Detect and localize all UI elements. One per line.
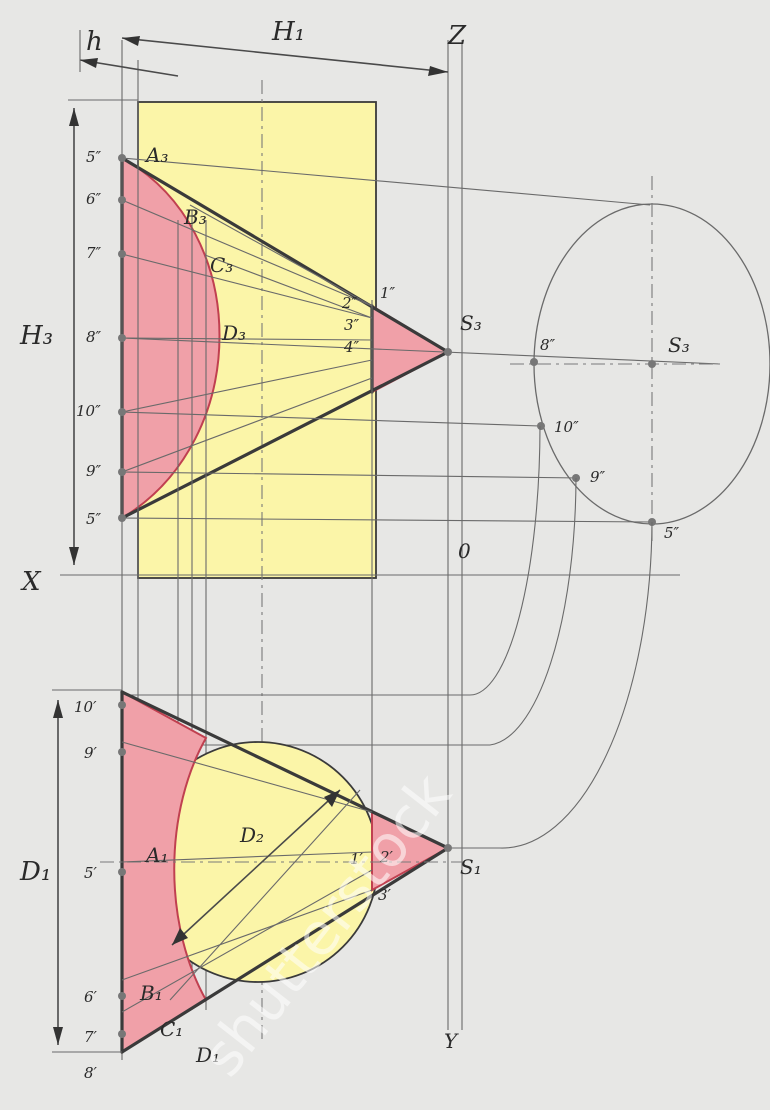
label-C3: C₃ xyxy=(210,253,233,277)
label-1-front: 1″ xyxy=(380,284,396,302)
label-r10: 10″ xyxy=(554,418,579,436)
label-Y: Y xyxy=(444,1029,459,1053)
transfer-arcs xyxy=(122,425,653,849)
label-4-front: 4″ xyxy=(343,338,360,356)
label-p5: 5′ xyxy=(84,864,98,882)
label-D1-point: D₁ xyxy=(195,1043,220,1067)
dimension-H1 xyxy=(121,36,449,76)
label-v5-top: 5″ xyxy=(86,148,102,166)
label-A3: A₃ xyxy=(144,143,168,167)
label-1-top: 1′ xyxy=(350,850,364,868)
label-B1: B₁ xyxy=(139,981,163,1005)
diameter-arrowhead-2 xyxy=(324,790,340,807)
label-3-front: 3″ xyxy=(344,316,360,334)
label-v6: 6″ xyxy=(86,190,102,208)
label-r5: 5″ xyxy=(664,524,680,542)
label-D2: D₂ xyxy=(239,823,264,847)
label-r8: 8″ xyxy=(540,336,556,354)
label-H1: H₁ xyxy=(271,17,305,47)
cone-generator-bottom-top xyxy=(120,846,450,1054)
label-O: 0 xyxy=(458,539,471,563)
cone-generator-top-front xyxy=(120,156,450,354)
cone-generator-top-top xyxy=(120,690,450,850)
label-S3: S₃ xyxy=(460,311,482,335)
label-B3: B₃ xyxy=(183,205,207,229)
label-S1: S₁ xyxy=(460,855,482,879)
point-markers-front xyxy=(118,154,452,1038)
diameter-arrow xyxy=(171,789,341,946)
label-p9: 9′ xyxy=(84,744,98,762)
label-h: h xyxy=(86,27,103,57)
label-r9: 9″ xyxy=(590,468,606,486)
cone-section-top xyxy=(121,690,208,1054)
label-v5-bot: 5″ xyxy=(86,510,102,528)
label-2-top: 2′ xyxy=(379,848,394,866)
diameter-arrowhead-1 xyxy=(172,928,188,945)
label-S3-right: S₃ xyxy=(668,333,690,357)
profile-points xyxy=(530,358,656,526)
label-3-top: 3′ xyxy=(378,886,392,904)
label-p7: 7′ xyxy=(84,1028,98,1046)
label-X: X xyxy=(20,567,42,597)
label-p10: 10′ xyxy=(74,698,97,716)
label-D3: D₃ xyxy=(221,321,246,345)
label-v8: 8″ xyxy=(86,328,102,346)
label-Z: Z xyxy=(447,21,467,51)
dimension-H3 xyxy=(68,99,138,565)
label-A1: A₁ xyxy=(144,843,168,867)
construction-lines-front xyxy=(121,199,373,473)
label-v9: 9″ xyxy=(86,462,102,480)
label-p6: 6′ xyxy=(84,988,98,1006)
label-v7: 7″ xyxy=(86,244,102,262)
dimension-D1 xyxy=(52,689,122,1053)
label-H3: H₃ xyxy=(19,321,53,351)
label-p8: 8′ xyxy=(84,1064,98,1082)
cone-generator-bottom-front xyxy=(120,350,450,520)
label-C1: C₁ xyxy=(160,1017,183,1041)
dimension-h xyxy=(79,30,179,77)
projection-lines-horizontal xyxy=(60,157,721,576)
label-2-front: 2″ xyxy=(341,294,358,312)
label-v10: 10″ xyxy=(76,402,101,420)
label-D1-dim: D₁ xyxy=(19,857,51,887)
